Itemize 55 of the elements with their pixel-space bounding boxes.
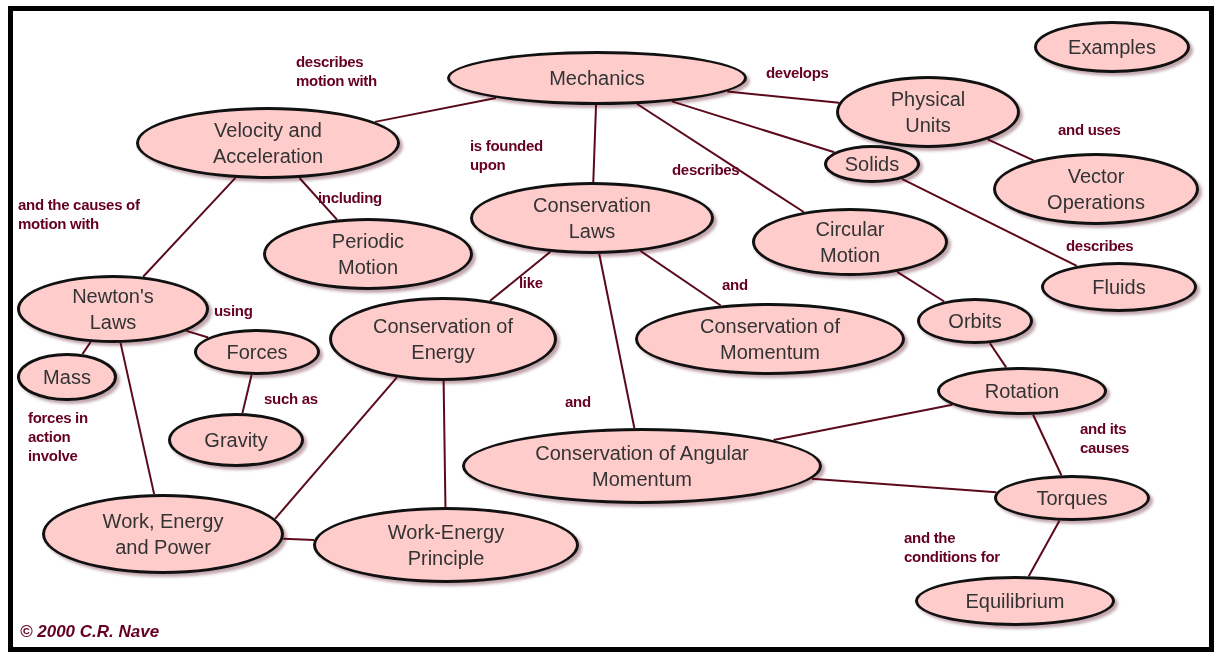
edge-label: such as <box>264 389 319 408</box>
concept-label: Forces <box>225 340 289 365</box>
concept-label: Work, Energy and Power <box>101 509 225 560</box>
edge-label: develops <box>766 63 830 82</box>
concept-label: Equilibrium <box>964 589 1066 614</box>
edge-label: and the causes of motion with <box>18 195 141 233</box>
edge-label: using <box>214 301 254 320</box>
connector-line <box>442 380 447 508</box>
copyright-note: © 2000 C.R. Nave <box>20 622 160 642</box>
concept-label: Periodic Motion <box>330 229 406 280</box>
connector-line <box>241 373 253 415</box>
edge-label: like <box>519 273 544 292</box>
connector-line <box>1032 413 1063 477</box>
concept-label: Velocity and Acceleration <box>211 118 325 169</box>
concept-label: Conservation of Energy <box>371 314 515 365</box>
concept-label: Vector Operations <box>1046 164 1146 215</box>
concept-label: Solids <box>843 152 901 177</box>
concept-label: Physical Units <box>889 87 967 138</box>
concept-label: Conservation of Angular Momentum <box>534 441 750 492</box>
connector-line <box>726 90 840 104</box>
edge-label: including <box>318 188 383 207</box>
connector-line <box>592 104 598 183</box>
connector-line <box>598 252 636 430</box>
edge-label: and <box>565 392 592 411</box>
connector-line <box>772 403 954 442</box>
concept-label: Fluids <box>1091 275 1147 300</box>
edge-label: and <box>722 275 749 294</box>
concept-label: Mass <box>42 365 92 390</box>
connector-line <box>636 103 805 213</box>
concept-label: Conservation of Momentum <box>698 314 842 365</box>
connector-line <box>373 96 497 123</box>
concept-label: Examples <box>1067 35 1157 60</box>
edge-label: forces in action involve <box>28 408 89 465</box>
connector-line <box>185 329 210 339</box>
concept-label: Orbits <box>947 309 1003 334</box>
concept-label: Work-Energy Principle <box>386 520 506 571</box>
concept-label: Torques <box>1035 486 1109 511</box>
edge-label: and uses <box>1058 120 1122 139</box>
connector-line <box>900 177 1078 267</box>
connector-line <box>988 342 1008 369</box>
concept-label: Newton's Laws <box>71 284 155 335</box>
edge-label: describes <box>1066 236 1135 255</box>
concept-label: Rotation <box>983 379 1061 404</box>
concept-label: Circular Motion <box>814 217 886 268</box>
edge-label: and its causes <box>1080 419 1131 457</box>
concept-label: Conservation Laws <box>532 193 652 244</box>
edge-label: describes motion with <box>296 52 378 90</box>
concept-label: Mechanics <box>548 66 646 91</box>
concept-label: Gravity <box>203 428 269 453</box>
connector-line <box>1027 519 1061 578</box>
connector-line <box>119 341 156 496</box>
connector-line <box>986 138 1035 162</box>
edge-label: describes <box>672 160 741 179</box>
edge-label: and the conditions for <box>904 528 1001 566</box>
edge-label: is founded upon <box>470 136 544 174</box>
